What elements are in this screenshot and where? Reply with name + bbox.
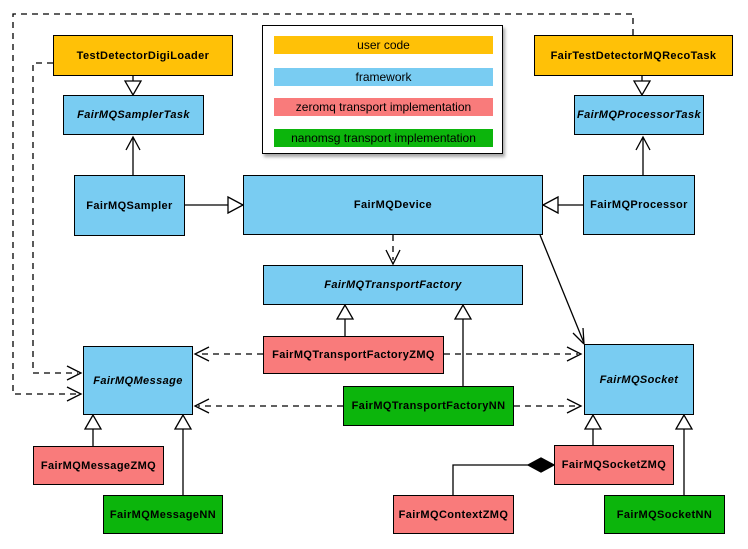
node-fairmq-message: FairMQMessage [83,346,193,415]
node-fair-test-detector-mq-reco-task: FairTestDetectorMQRecoTask [534,35,733,76]
edge-socketzmq-socket [583,413,603,445]
node-fairmq-socket-zmq: FairMQSocketZMQ [554,445,674,485]
edge-tfzmq-socket [444,346,583,362]
edge-socketnn-socket [674,413,694,495]
legend-zeromq: zeromq transport implementation [274,98,493,116]
node-fairmq-socket: FairMQSocket [584,344,694,415]
edge-digiloader-message [32,62,83,381]
node-fairmq-context-zmq: FairMQContextZMQ [393,495,514,534]
edge-sampler-samplertask [125,135,141,175]
node-fairmq-sampler: FairMQSampler [74,175,185,236]
edge-processor-processortask [635,135,651,175]
node-test-detector-digi-loader: TestDetectorDigiLoader [53,35,233,76]
edge-tfnn-transportfactory [453,303,473,386]
edge-device-socket [539,234,585,345]
node-fairmq-socket-nn: FairMQSocketNN [604,495,725,534]
edge-contextzmq-socketzmq [452,457,556,495]
node-fairmq-transport-factory-nn: FairMQTransportFactoryNN [343,386,514,426]
edge-processor-device [541,195,583,215]
node-fairmq-transport-factory: FairMQTransportFactory [263,265,523,305]
legend-user-code: user code [274,36,493,54]
node-fairmq-processor-task: FairMQProcessorTask [574,95,704,135]
edge-recotask-message [12,13,634,402]
legend: user code framework zeromq transport imp… [262,25,503,154]
edge-digiloader-samplertask [123,76,143,97]
edge-tfzmq-message [193,346,263,362]
node-fairmq-sampler-task: FairMQSamplerTask [63,95,204,135]
node-fairmq-transport-factory-zmq: FairMQTransportFactoryZMQ [263,336,444,374]
node-fairmq-processor: FairMQProcessor [583,175,695,235]
edge-tfnn-message [193,398,343,414]
legend-nanomsg: nanomsg transport implementation [274,129,493,147]
node-fairmq-message-nn: FairMQMessageNN [103,495,223,534]
edge-tfnn-socket [514,398,583,414]
edge-messagenn-message [173,413,193,495]
edge-device-transportfactory [385,235,401,266]
legend-framework: framework [274,68,493,86]
edge-sampler-device [185,195,245,215]
edge-tfzmq-transportfactory [335,303,355,336]
edge-recotask-processortask [632,76,652,97]
node-fairmq-message-zmq: FairMQMessageZMQ [33,446,164,485]
edge-messagezmq-message [83,413,103,446]
node-fairmq-device: FairMQDevice [243,175,543,235]
